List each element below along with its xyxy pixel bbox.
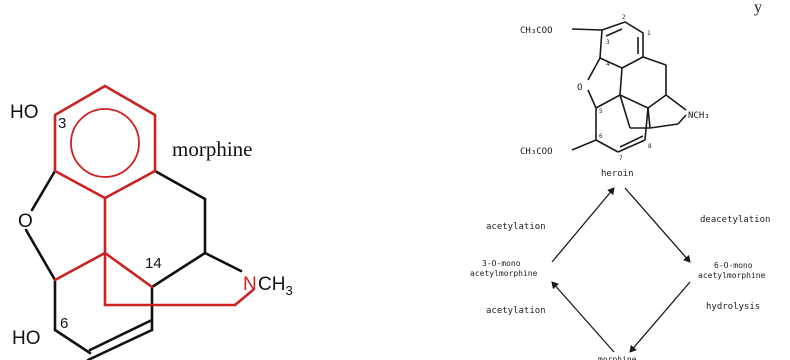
label-acetylation-top: acetylation: [486, 222, 546, 232]
label-acetate-bottom: CH₃COO: [520, 147, 553, 157]
label-morphine-name: morphine: [172, 137, 252, 161]
arrow-morphine-to-3mam: [551, 281, 615, 353]
label-nitrogen: N: [243, 274, 257, 295]
label-heroin-oxygen: O: [577, 83, 582, 93]
morphine-red-bonds: [53, 84, 255, 307]
morphine-black-bonds: [24, 169, 243, 360]
heroin-position-7: 7: [619, 155, 623, 162]
label-n-methyl: CH3: [258, 274, 293, 298]
reaction-arrows: [551, 187, 691, 353]
label-position-3: 3: [58, 115, 66, 132]
aromatic-ring-circle: [70, 108, 140, 178]
heroin-structure: y: [520, 0, 762, 179]
arrow-heroin-to-6mam: [624, 187, 691, 263]
label-acetate-top: CH₃COO: [520, 26, 553, 36]
heroin-position-3: 3: [606, 39, 610, 46]
label-3mam-line1: 3-O-mono: [482, 259, 521, 268]
label-deacetylation: deacetylation: [700, 215, 770, 225]
label-position-6: 6: [60, 315, 68, 332]
label-3mam-line2: acetylmorphine: [470, 269, 538, 278]
label-ho-bottom: HO: [12, 328, 41, 349]
heroin-position-6: 6: [599, 133, 603, 140]
arrow-6mam-to-morphine: [629, 281, 691, 353]
label-6mam-line2: acetylmorphine: [698, 271, 766, 280]
label-hydrolysis: hydrolysis: [706, 302, 760, 312]
heroin-position-4: 4: [606, 61, 610, 68]
label-nch3: NCH₃: [688, 111, 710, 121]
cycle-labels: acetylation deacetylation 3-O-mono acety…: [470, 215, 770, 360]
label-acetylation-bottom: acetylation: [486, 306, 546, 316]
label-ring-oxygen: O: [18, 211, 33, 232]
label-ho-top: HO: [10, 102, 39, 123]
morphine-structure: HO 3 morphine O 14 N CH3 6 HO: [10, 84, 293, 360]
heroin-bonds: [571, 21, 687, 153]
partial-title-fragment: y: [754, 0, 762, 16]
heroin-position-1: 1: [647, 30, 651, 37]
label-morphine-bottom: morphine: [598, 355, 637, 360]
label-heroin-name: heroin: [601, 169, 634, 179]
heroin-position-8: 8: [648, 143, 652, 150]
label-position-14: 14: [145, 255, 162, 272]
heroin-position-5: 5: [599, 108, 603, 115]
heroin-position-2: 2: [622, 14, 626, 21]
label-6mam-line1: 6-O-mono: [714, 261, 753, 270]
arrow-to-heroin: [551, 187, 615, 263]
